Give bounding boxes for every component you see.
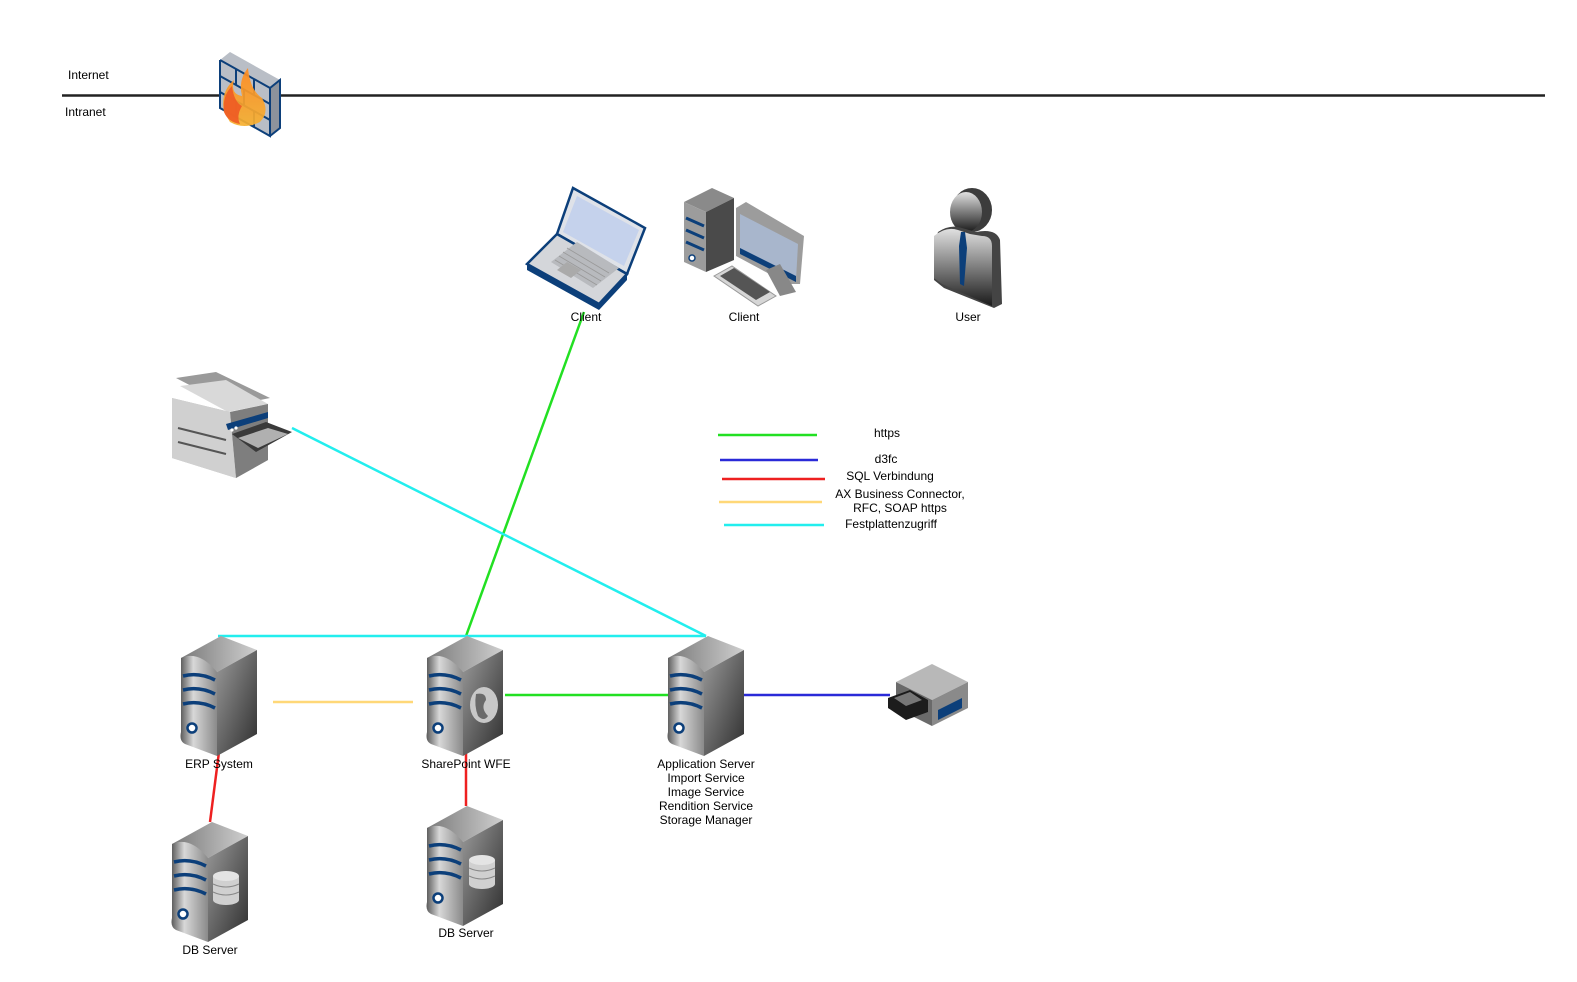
sharepoint-server-icon[interactable] xyxy=(425,636,505,756)
node-label-user: User xyxy=(955,310,981,324)
firewall-icon[interactable] xyxy=(219,52,281,138)
scanner-printer-icon[interactable] xyxy=(172,372,292,478)
desktop-computer-icon[interactable] xyxy=(684,188,804,307)
legend-label-https: https xyxy=(873,426,901,440)
zone-label-internet: Internet xyxy=(68,68,109,82)
storage-drive-icon[interactable] xyxy=(888,664,968,726)
erp-server-icon[interactable] xyxy=(179,636,259,756)
connection-sql-erp-db_erp xyxy=(208,751,221,823)
node-label-desktop-client: Client xyxy=(728,310,760,324)
application-server-icon[interactable] xyxy=(666,636,746,756)
legend-label-ax: AX Business Connector, RFC, SOAP https xyxy=(835,487,965,515)
node-label-sharepoint: SharePoint WFE xyxy=(421,757,511,771)
node-label-db-sharepoint: DB Server xyxy=(438,926,494,940)
db-server-sharepoint-icon[interactable] xyxy=(425,806,505,926)
node-label-laptop-client: Client xyxy=(570,310,602,324)
laptop-icon[interactable] xyxy=(524,186,647,310)
db-server-erp-icon[interactable] xyxy=(170,822,250,942)
node-label-app-server: Application Server Import Service Image … xyxy=(657,757,755,827)
node-label-db-erp: DB Server xyxy=(182,943,238,957)
legend-label-d3fc: d3fc xyxy=(874,452,898,466)
node-label-erp: ERP System xyxy=(185,757,253,771)
legend-label-disk: Festplattenzugriff xyxy=(845,517,937,531)
globe-icon xyxy=(470,687,498,723)
connection-disk-printer-app_server xyxy=(291,426,707,638)
zone-label-intranet: Intranet xyxy=(65,105,106,119)
connection-https-laptop_client-sharepoint xyxy=(464,311,586,637)
legend-lines xyxy=(718,433,825,527)
connections xyxy=(208,311,890,823)
database-icon xyxy=(212,871,240,905)
legend-label-sql: SQL Verbindung xyxy=(846,469,934,483)
user-icon[interactable] xyxy=(934,188,1002,308)
database-icon xyxy=(468,855,496,889)
